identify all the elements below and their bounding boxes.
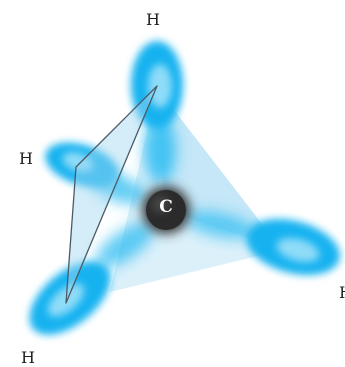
hydrogen-label-bottom: H bbox=[21, 350, 35, 366]
carbon-label: C bbox=[153, 199, 179, 216]
hydrogen-label-right: H bbox=[339, 285, 345, 301]
hydrogen-label-top: H bbox=[146, 12, 160, 28]
hydrogen-label-left: H bbox=[19, 151, 33, 167]
